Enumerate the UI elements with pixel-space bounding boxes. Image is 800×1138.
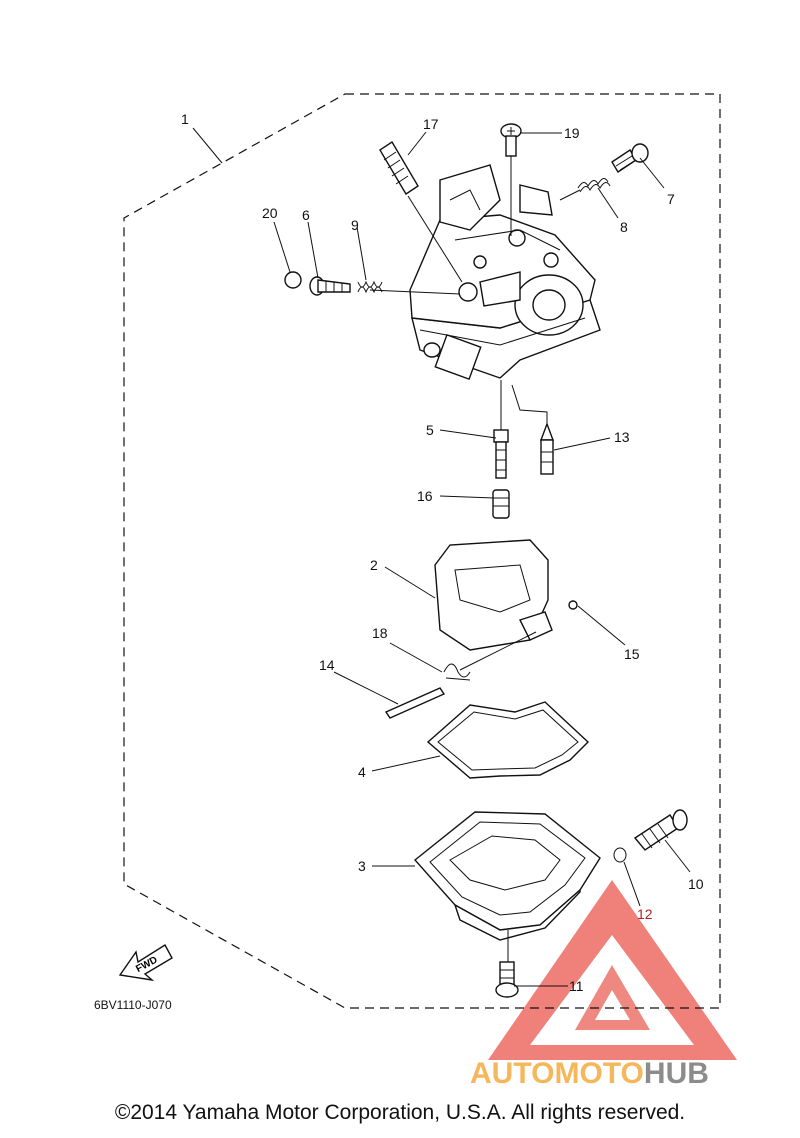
callout-2: 2	[370, 557, 378, 573]
screw-11	[495, 961, 519, 998]
watermark-text-b: HUB	[643, 1057, 709, 1090]
callout-18: 18	[372, 625, 388, 641]
needle-valve-13	[539, 422, 555, 475]
callout-6: 6	[302, 207, 310, 223]
callout-16: 16	[417, 488, 433, 504]
callout-14: 14	[319, 657, 335, 673]
carburetor-body	[409, 164, 601, 381]
main-nozzle-5	[493, 429, 509, 479]
callout-13: 13	[614, 429, 630, 445]
pilot-screw-7	[611, 143, 649, 173]
spring-9	[357, 280, 383, 294]
callout-8: 8	[620, 219, 628, 235]
gasket-4	[426, 701, 590, 779]
callout-17: 17	[423, 116, 439, 132]
drain-screw-10	[633, 809, 688, 851]
assembly-boundary	[123, 93, 721, 1009]
clip-18	[443, 663, 471, 681]
callout-15: 15	[624, 646, 640, 662]
leader-lines	[192, 127, 691, 987]
callout-5: 5	[426, 422, 434, 438]
fwd-arrow-icon: FWD	[118, 944, 173, 982]
callout-11: 11	[569, 978, 584, 994]
callout-20: 20	[262, 205, 278, 221]
watermark-text: AUTOMOTOHUB	[470, 1057, 709, 1091]
catalog-code: 6BV1110-J070	[94, 998, 172, 1012]
float-2	[434, 539, 578, 651]
callouts: 1 2 3 4 5 6 7 8 9 10 11 12 13 14 15 16 1…	[181, 111, 704, 994]
watermark-logo-mark	[488, 880, 737, 1060]
cap-20	[284, 271, 302, 289]
pin-14	[384, 687, 446, 719]
throttle-stop-screw-17	[379, 141, 419, 195]
copyright-notice: ©2014 Yamaha Motor Corporation, U.S.A. A…	[114, 1101, 686, 1124]
spring-8	[577, 178, 611, 193]
callout-3: 3	[358, 858, 366, 874]
callout-1: 1	[181, 111, 189, 127]
float-chamber-3	[413, 811, 601, 941]
main-jet-16	[492, 489, 510, 519]
callout-9: 9	[351, 217, 359, 233]
callout-4: 4	[358, 764, 366, 780]
watermark-text-a: AUTOMOTO	[470, 1057, 644, 1090]
callout-19: 19	[564, 125, 580, 141]
callout-7: 7	[667, 191, 675, 207]
o-ring-12	[613, 847, 627, 863]
screw-6	[309, 276, 351, 296]
callout-12: 12	[637, 906, 653, 922]
screw-19	[500, 123, 522, 157]
callout-10: 10	[688, 876, 704, 892]
